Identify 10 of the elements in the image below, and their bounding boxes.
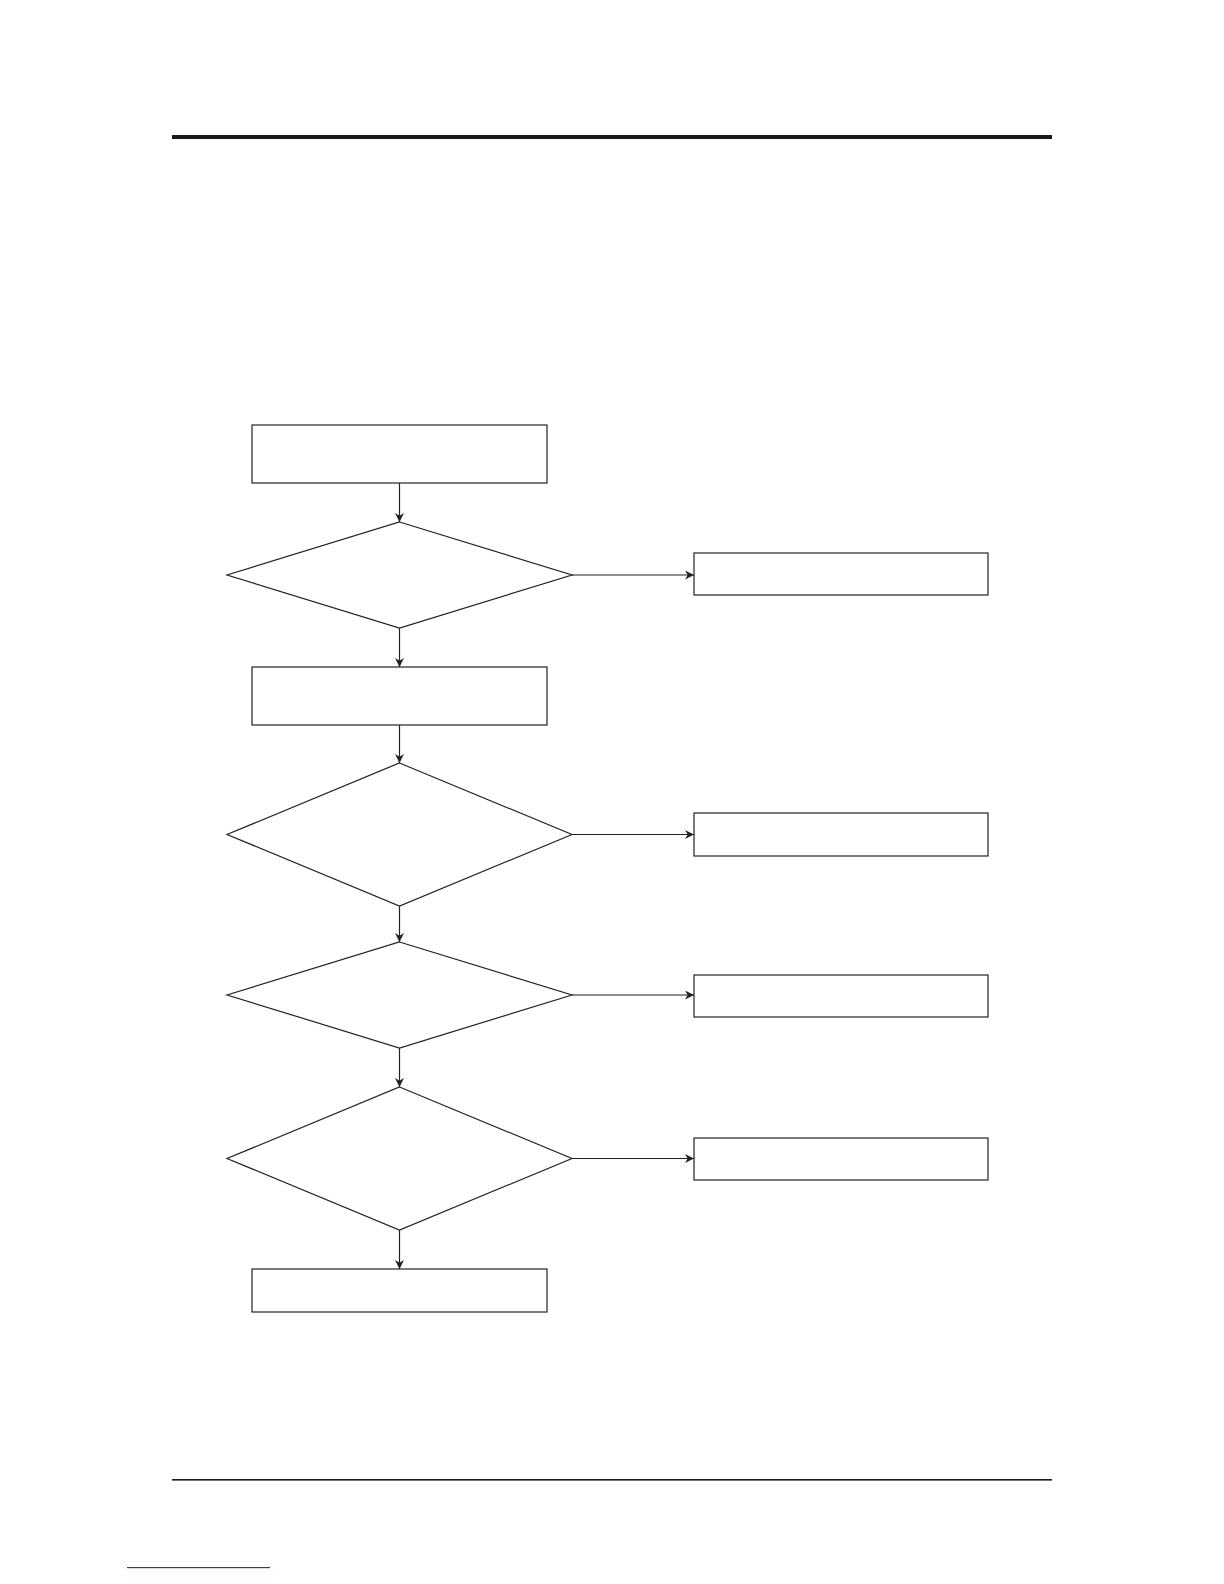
arrow bbox=[571, 570, 695, 580]
arrow bbox=[571, 990, 695, 1000]
arrow bbox=[571, 830, 695, 839]
arrow bbox=[395, 1047, 404, 1088]
arrow bbox=[395, 905, 404, 943]
arrow bbox=[395, 482, 404, 523]
arrow bbox=[395, 627, 404, 668]
arrow bbox=[395, 724, 404, 764]
arrow bbox=[395, 1229, 404, 1270]
arrow bbox=[571, 1154, 695, 1163]
